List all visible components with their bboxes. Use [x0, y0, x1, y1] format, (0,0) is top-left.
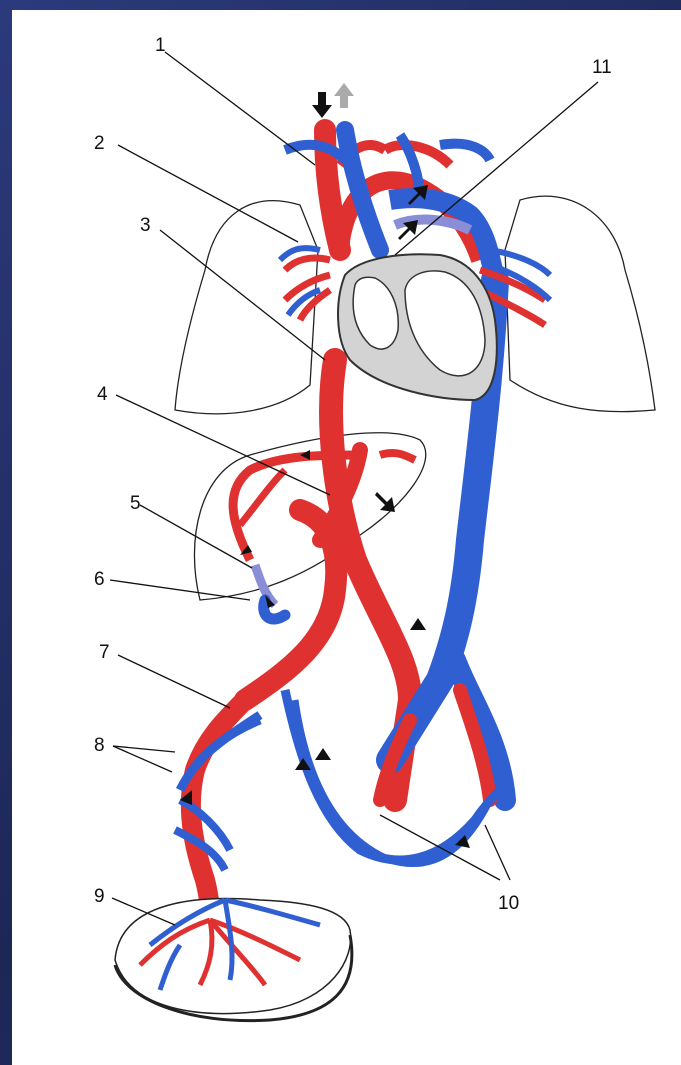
label-10: 10 — [498, 894, 519, 913]
label-7: 7 — [99, 643, 110, 662]
label-6: 6 — [94, 570, 105, 589]
right-lung — [505, 196, 655, 412]
label-3: 3 — [140, 216, 151, 235]
label-8: 8 — [94, 736, 105, 755]
label-4: 4 — [97, 385, 108, 404]
label-2: 2 — [94, 134, 105, 153]
fetal-circulation-diagram — [12, 10, 681, 1065]
label-11: 11 — [592, 58, 612, 77]
label-5: 5 — [130, 494, 141, 513]
label-9: 9 — [94, 887, 105, 906]
diagram-canvas: 1 2 3 4 5 6 7 8 9 10 11 — [12, 10, 681, 1065]
label-1: 1 — [155, 36, 166, 55]
